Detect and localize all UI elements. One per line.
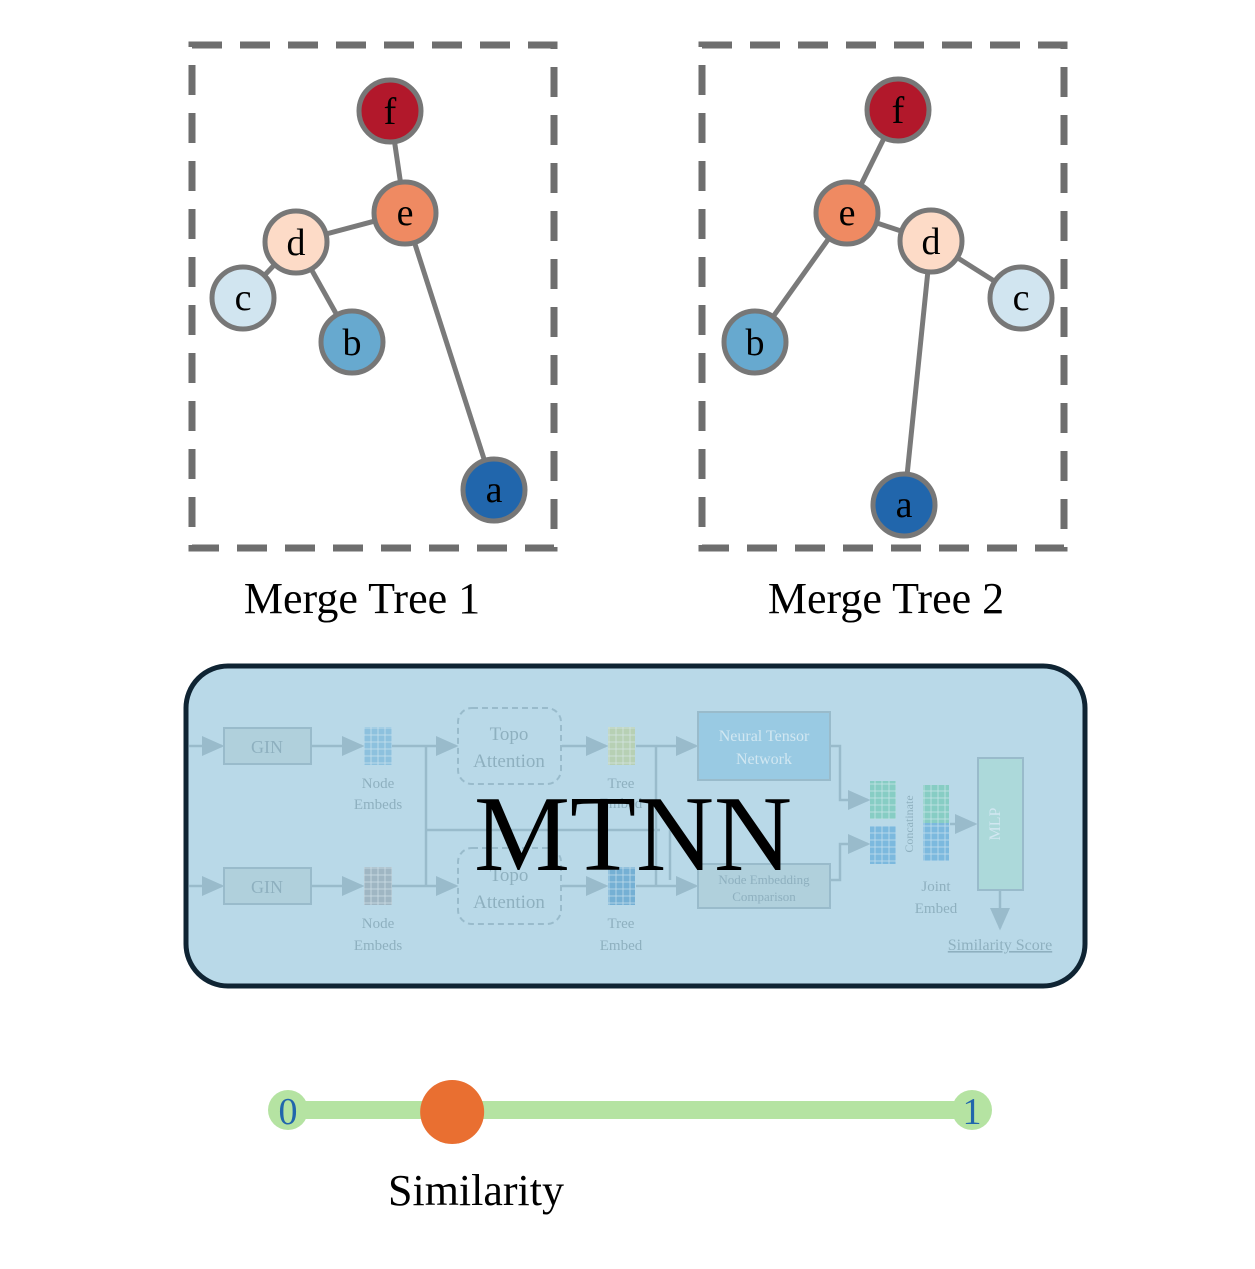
similarity-slider: 0 1 Similarity [268,1080,992,1215]
tree-2-node-a-circle [870,471,938,539]
mlp-label: MLP [987,807,1004,840]
gin-top-label: GIN [251,737,283,757]
tree-embed-top-line2: Embed [600,796,643,812]
ntn-line1: Neural Tensor [719,728,810,745]
topo-attention-top-line1: Topo [490,724,529,745]
tree-1-edges [241,110,497,491]
ntn-box [697,711,831,781]
gin-bottom-box [223,867,312,905]
tree-1-node-e-circle [371,179,439,247]
tree-2-node-b-label: b [746,322,765,364]
tree-1-node-a-circle [460,456,528,524]
ntn-line2: Network [736,751,792,768]
tree-2-node-a: a [870,471,938,539]
similarity-min-label: 0 [279,1091,298,1133]
tree-1-node-d-circle [262,208,330,276]
tree-1-node-a-label: a [486,469,503,511]
topo-attention-bottom-line1: Topo [490,865,529,886]
tree-2-node-b: b [721,308,789,376]
merge-tree-2: f e d c b a Merge Tree 2 [698,41,1068,623]
tree-1-node-f: f [356,77,424,145]
merge-tree-1: f e d c b a Merge Tree 1 [188,41,558,623]
tree-2-node-e-label: e [839,192,856,234]
nec-line1: Node Embedding [718,872,810,887]
tree-1-node-a: a [460,456,528,524]
node-embeds-top-line1: Node [362,776,395,792]
tree-2-node-a-label: a [896,484,913,526]
similarity-label: Similarity [388,1166,564,1215]
tree-2-edges [752,108,1023,506]
tree-1-node-c: c [209,264,277,332]
tree-2-node-d: d [897,207,965,275]
tree-2-node-e-circle [813,179,881,247]
similarity-knob[interactable] [420,1080,485,1144]
joint-embed-line2: Embed [915,901,958,917]
tree-2-node-c-circle [987,264,1055,332]
mlp-box [977,757,1024,891]
gin-top-box [223,727,312,765]
tree-1-node-e-label: e [397,192,414,234]
topo-attention-top-box [457,707,562,785]
tree-1-node-c-circle [209,264,277,332]
tree-1-node-c-label: c [235,277,252,319]
concatenate-label: Concatinate [902,795,916,852]
tree-1-caption: Merge Tree 1 [244,574,480,623]
topo-attention-bottom-line2: Attention [473,892,545,913]
tree-2-node-c: c [987,264,1055,332]
mtnn-title: MTNN [474,775,792,894]
tree-1-node-b: b [318,308,386,376]
tree-embed-bottom-line1: Tree [608,916,635,932]
tree-embed-bottom-line2: Embed [600,938,643,954]
node-embeds-bottom-line2: Embeds [354,938,402,954]
similarity-max-cap [952,1090,992,1130]
tree-2-node-f-circle [864,76,932,144]
tree-2-node-c-label: c [1013,277,1030,319]
node-embeds-bottom-line1: Node [362,916,395,932]
tree-1-node-e: e [371,179,439,247]
nec-line2: Comparison [732,889,796,904]
tree-2-node-d-label: d [922,221,941,263]
tree-2-node-d-circle [897,207,965,275]
topo-attention-top-line2: Attention [473,751,545,772]
joint-embed-line1: Joint [921,879,951,895]
tree-1-node-d-label: d [287,222,306,264]
node-embeds-top-line2: Embeds [354,797,402,813]
nec-box [697,863,831,909]
tree-1-node-b-label: b [343,322,362,364]
topo-attention-bottom-box [457,847,562,925]
tree-1-node-f-label: f [384,91,397,133]
tree-1-node-b-circle [318,308,386,376]
similarity-max-label: 1 [963,1091,982,1133]
tree-1-node-d: d [262,208,330,276]
tree-2-caption: Merge Tree 2 [768,574,1004,623]
similarity-score-label: Similarity Score [948,937,1052,954]
similarity-min-cap [268,1090,308,1130]
tree-embed-top-line1: Tree [608,776,635,792]
tree-2-node-e: e [813,179,881,247]
mtnn-pipeline: GIN GIN Node Embeds Node Embeds Topo Att… [189,707,1052,954]
mtnn-model: GIN GIN Node Embeds Node Embeds Topo Att… [183,663,1088,989]
tree-2-node-f-label: f [892,90,905,132]
tree-2-node-b-circle [721,308,789,376]
tree-2-node-f: f [864,76,932,144]
tree-1-node-f-circle [356,77,424,145]
gin-bottom-label: GIN [251,877,283,897]
